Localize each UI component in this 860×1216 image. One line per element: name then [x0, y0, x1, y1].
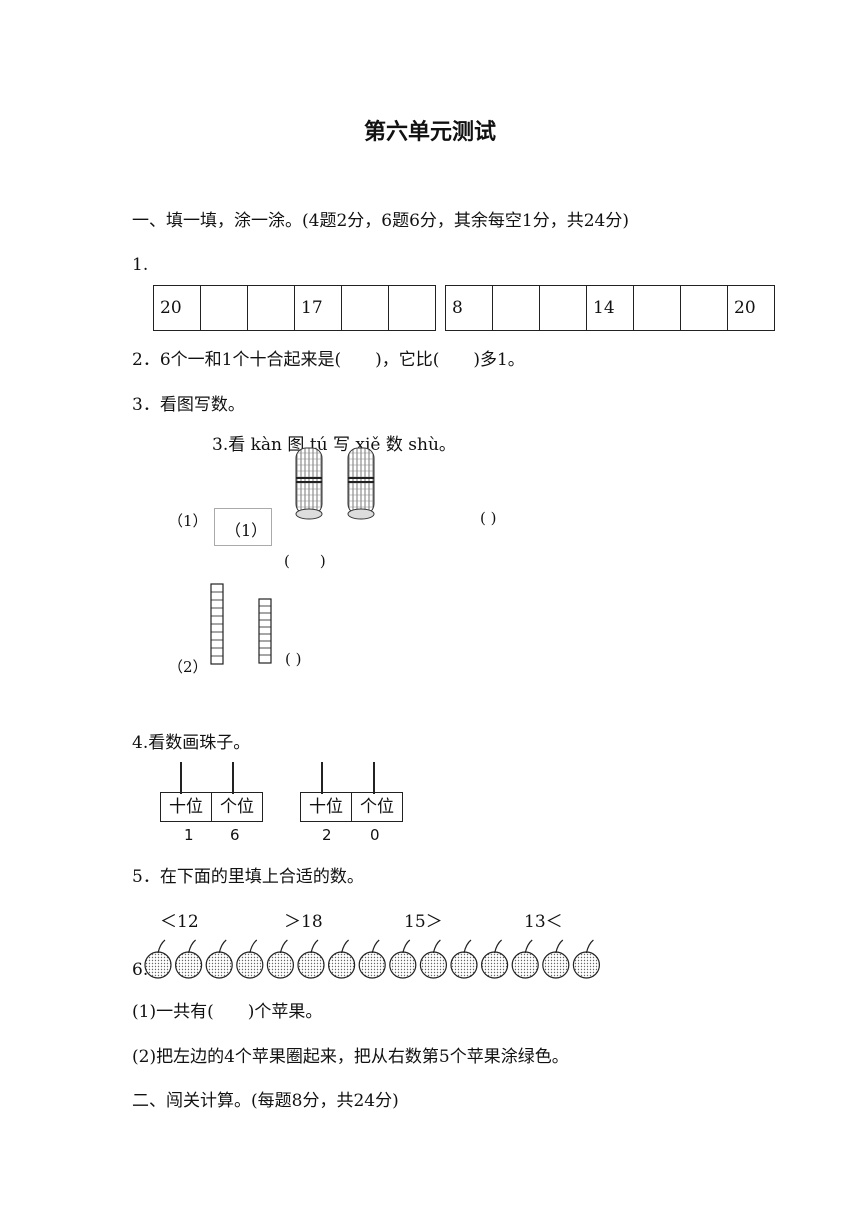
stick-bundles-image — [295, 447, 375, 520]
q1-sequence-right: 8 14 20 — [445, 285, 775, 331]
seq-cell: 14 — [586, 285, 634, 331]
apple-icon — [419, 939, 447, 979]
q6-sub2: (2)把左边的4个苹果圈起来，把从右数第5个苹果涂绿色。 — [132, 1047, 569, 1067]
apple-icon — [205, 939, 233, 979]
apple-icon — [572, 939, 600, 979]
q5-label: 5．在下面的里填上合适的数。 — [132, 867, 364, 887]
seq-cell: 17 — [294, 285, 342, 331]
q3-part1-label: （1） — [168, 512, 208, 530]
apple-icon — [236, 939, 264, 979]
apple-icon — [328, 939, 356, 979]
q3-part1-paren-below: ( ) — [284, 552, 326, 570]
q3-caption: 3.看 kàn 图 tú 写 xiě 数 shù。 — [212, 435, 456, 455]
q5-item: 15＞ — [404, 912, 443, 932]
ones-place-label: 个位 — [360, 797, 394, 817]
seq-cell — [388, 285, 436, 331]
stick-bundle-1 — [295, 447, 323, 520]
q6-sub1: (1)一共有( )个苹果。 — [132, 1002, 323, 1022]
q3-part1-box: （1） — [214, 508, 272, 546]
section1-heading: 一、填一填，涂一涂。(4题2分，6题6分，其余每空1分，共24分) — [132, 211, 629, 231]
seq-cell — [247, 285, 295, 331]
ones-digit: 0 — [370, 826, 380, 844]
abacus-rod — [373, 762, 375, 794]
apple-icon — [511, 939, 539, 979]
tens-digit: 2 — [322, 826, 332, 844]
ten-rod-2 — [258, 598, 272, 664]
apple-icon — [297, 939, 325, 979]
apple-icon — [266, 939, 294, 979]
seq-cell: 20 — [727, 285, 775, 331]
seq-cell: 20 — [153, 285, 201, 331]
ones-digit: 6 — [230, 826, 240, 844]
seq-cell — [633, 285, 681, 331]
abacus-rod — [232, 762, 234, 794]
q3-part2-paren: ( ) — [285, 650, 302, 668]
q5-item: ＜12 — [160, 912, 199, 932]
q3-label: 3．看图写数。 — [132, 395, 245, 415]
q5-item: ＞18 — [284, 912, 323, 932]
ten-rod-1 — [210, 583, 224, 665]
page-title: 第六单元测试 — [363, 119, 496, 145]
tens-place-label: 十位 — [301, 793, 352, 821]
apple-icon — [542, 939, 570, 979]
stick-bundle-2 — [347, 447, 375, 520]
apple-icon — [174, 939, 203, 979]
seq-cell — [341, 285, 389, 331]
q1-label: 1. — [132, 255, 149, 275]
place-value-board-1: 十位 个位 — [160, 792, 263, 822]
apple-icon — [358, 939, 386, 979]
seq-cell — [492, 285, 540, 331]
place-value-board-2: 十位 个位 — [300, 792, 403, 822]
apple-icon — [450, 939, 478, 979]
q4-label: 4.看数画珠子。 — [132, 733, 251, 753]
q6-label: 6. — [132, 960, 149, 980]
q2-text: 2．6个一和1个十合起来是( )，它比( )多1。 — [132, 350, 525, 370]
apple-icon — [389, 939, 417, 979]
q3-part1-paren-right: ( ) — [480, 509, 497, 527]
apple-icon — [144, 939, 172, 979]
section2-heading: 二、闯关计算。(每题8分，共24分) — [132, 1091, 399, 1111]
apple-row — [144, 939, 600, 979]
q3-part1-box-text: （1） — [225, 521, 268, 540]
abacus-rod — [321, 762, 323, 794]
q1-sequence-left: 20 17 — [153, 285, 436, 331]
tens-place-label: 十位 — [161, 793, 212, 821]
seq-cell — [680, 285, 728, 331]
seq-cell — [539, 285, 587, 331]
ones-place-label: 个位 — [220, 797, 254, 817]
seq-cell — [200, 285, 248, 331]
apple-icon — [481, 939, 509, 979]
q5-item: 13＜ — [524, 912, 563, 932]
abacus-rod — [180, 762, 182, 794]
q3-part2-label: （2） — [168, 658, 208, 676]
ten-rods-image — [210, 583, 272, 665]
seq-cell: 8 — [445, 285, 493, 331]
tens-digit: 1 — [184, 826, 194, 844]
